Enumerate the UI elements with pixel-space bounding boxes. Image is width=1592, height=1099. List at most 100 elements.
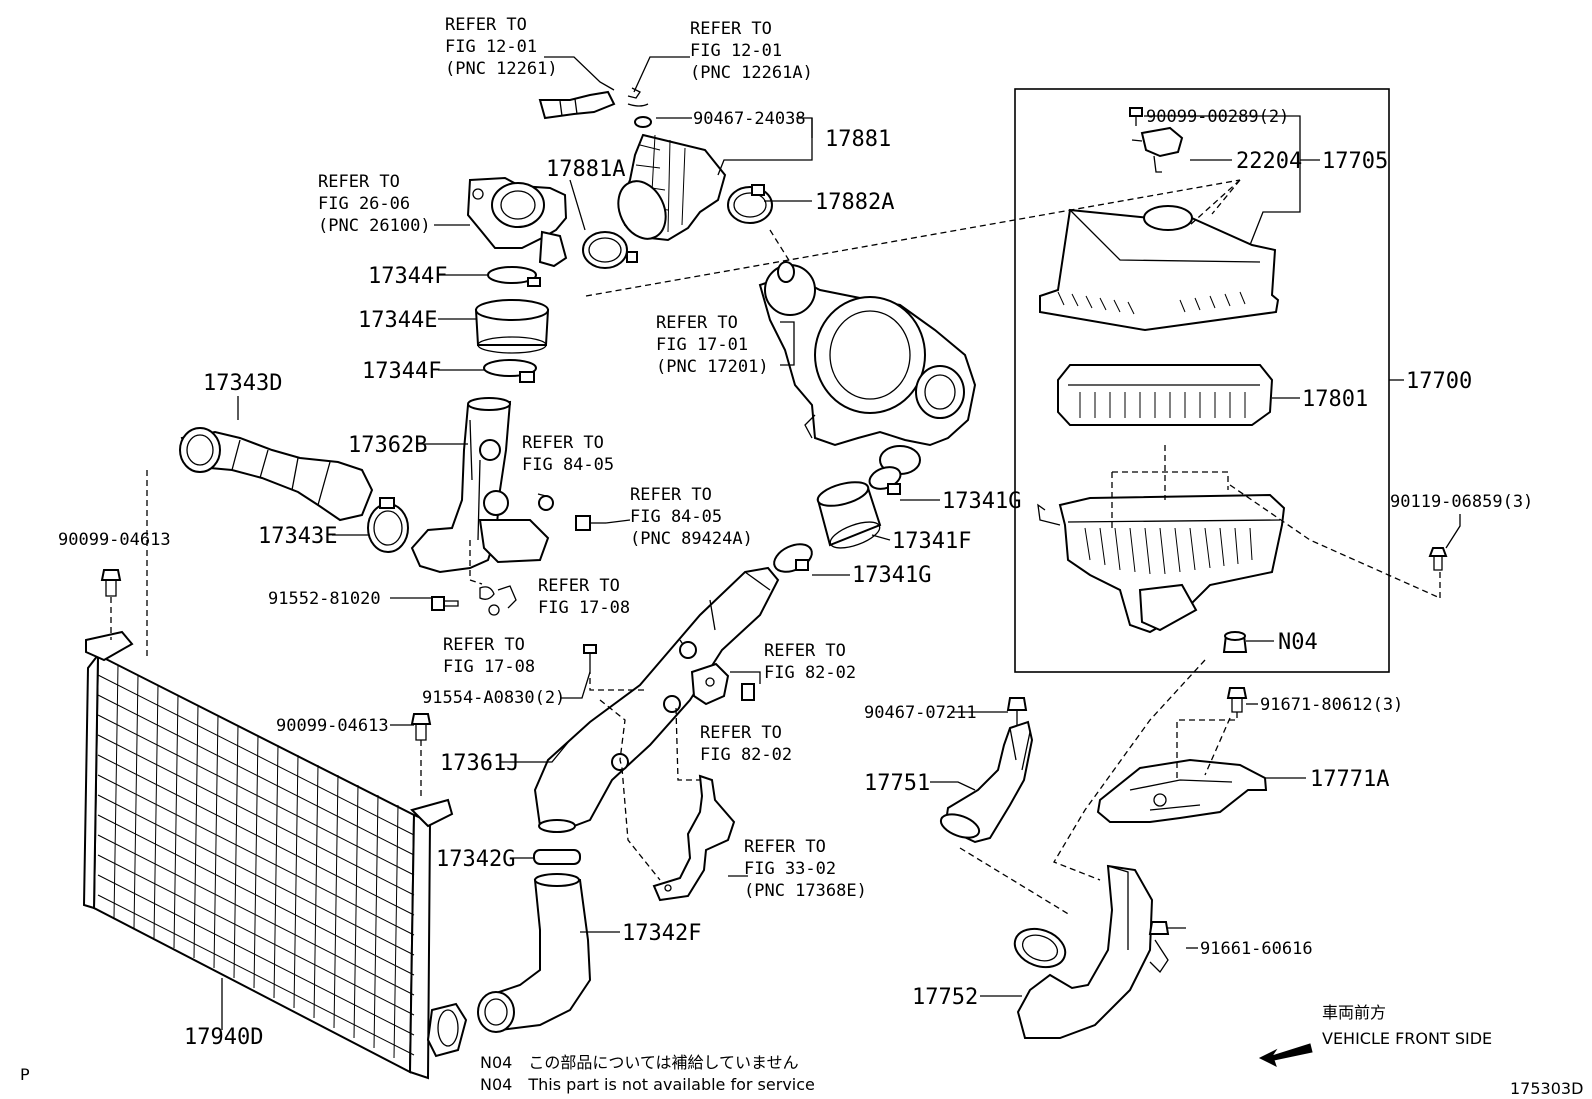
air-cleaner-case xyxy=(1037,493,1286,634)
svg-text:FIG 26-06: FIG 26-06 xyxy=(318,194,410,214)
ref-fig-84-05-a: REFER TO FIG 84-05 xyxy=(522,433,614,475)
label-22204: 22204 xyxy=(1236,149,1302,174)
bracket-fig-82-02 xyxy=(690,662,755,706)
ref-fig-17-08-a: REFER TO FIG 17-08 xyxy=(538,576,630,618)
screw-90099-00289-icon xyxy=(1129,107,1143,126)
hose-17344e xyxy=(474,299,550,354)
svg-text:(PNC 26100): (PNC 26100) xyxy=(318,216,431,236)
label-17881: 17881 xyxy=(825,127,891,152)
svg-text:FIG 17-01: FIG 17-01 xyxy=(656,335,748,355)
label-17341f: 17341F xyxy=(892,529,971,554)
label-17344e: 17344E xyxy=(358,308,437,333)
clip-12261a-icon xyxy=(627,87,649,107)
clamp-17341g-bottom xyxy=(773,543,813,573)
label-90099-00289: 90099-00289(2) xyxy=(1146,107,1289,127)
svg-text:(PNC 89424A): (PNC 89424A) xyxy=(630,529,753,549)
svg-text:FIG 33-02: FIG 33-02 xyxy=(744,859,836,879)
corner-mark: P xyxy=(20,1065,30,1084)
front-arrow-icon xyxy=(1258,1043,1313,1067)
bolt-90099-04613-b-icon xyxy=(410,713,432,741)
label-17881a: 17881A xyxy=(546,157,625,182)
label-90099-04613-a: 90099-04613 xyxy=(58,530,171,550)
intercooler-pipe-17362b xyxy=(410,397,550,574)
intercooler-pipe-17361j xyxy=(533,566,780,833)
svg-text:(PNC 17201): (PNC 17201) xyxy=(656,357,769,377)
label-17882a: 17882A xyxy=(815,190,894,215)
vehicle-front-japanese: 車両前方 xyxy=(1322,1003,1386,1022)
svg-text:FIG 17-08: FIG 17-08 xyxy=(443,657,535,677)
clamp-17882a xyxy=(727,184,773,224)
clamp-17344f-top xyxy=(487,266,541,287)
note-n04-japanese: N04 この部品については補給していません xyxy=(480,1053,799,1072)
svg-text:FIG 82-02: FIG 82-02 xyxy=(764,663,856,683)
ref-fig-33-02: REFER TO FIG 33-02 (PNC 17368E) xyxy=(744,837,867,901)
clamp-17881a xyxy=(582,231,638,269)
hose-17342g xyxy=(533,849,581,865)
ref-fig-12-01-a: REFER TO FIG 12-01 (PNC 12261) xyxy=(445,15,558,79)
note-n04-english: N04 This part is not available for servi… xyxy=(480,1075,815,1094)
ref-fig-17-01: REFER TO FIG 17-01 (PNC 17201) xyxy=(656,313,769,377)
ref-fig-17-08-b: REFER TO FIG 17-08 xyxy=(443,635,535,677)
svg-text:FIG 12-01: FIG 12-01 xyxy=(445,37,537,57)
turbocharger-fig-17-01 xyxy=(758,261,977,475)
svg-text:REFER TO: REFER TO xyxy=(630,485,712,505)
ref-fig-82-02-b: REFER TO FIG 82-02 xyxy=(700,723,792,765)
svg-text:REFER TO: REFER TO xyxy=(700,723,782,743)
label-17342g: 17342G xyxy=(436,847,515,872)
air-duct-17752 xyxy=(1013,864,1169,1039)
svg-text:REFER TO: REFER TO xyxy=(744,837,826,857)
label-91552-81020: 91552-81020 xyxy=(268,589,381,609)
label-90467-24038: 90467-24038 xyxy=(693,109,806,129)
hose-fig-12-01 xyxy=(538,90,616,120)
label-17343e: 17343E xyxy=(258,524,337,549)
svg-text:REFER TO: REFER TO xyxy=(443,635,525,655)
clamp-17344f-bottom xyxy=(483,359,537,383)
svg-text:REFER TO: REFER TO xyxy=(690,19,772,39)
bolt-91671-80612-icon xyxy=(1226,687,1248,713)
svg-text:FIG 84-05: FIG 84-05 xyxy=(522,455,614,475)
vehicle-front-english: VEHICLE FRONT SIDE xyxy=(1322,1029,1492,1048)
air-duct-17751 xyxy=(939,720,1034,844)
label-17344f-top: 17344F xyxy=(368,264,447,289)
air-filter-element xyxy=(1057,364,1274,426)
bolt-90467-07211-icon xyxy=(1006,697,1028,720)
label-17362b: 17362B xyxy=(348,433,427,458)
label-90099-04613-b: 90099-04613 xyxy=(276,716,389,736)
bolt-91554-a0830-icon xyxy=(583,644,597,668)
ref-fig-82-02-a: REFER TO FIG 82-02 xyxy=(764,641,856,683)
svg-text:FIG 84-05: FIG 84-05 xyxy=(630,507,722,527)
grommet-n04 xyxy=(1222,631,1248,653)
hose-17341g-top xyxy=(868,466,902,495)
label-91671-80612: 91671-80612(3) xyxy=(1260,695,1403,715)
bolt-91552-81020-icon xyxy=(431,596,459,611)
clamp-90467-24038-icon xyxy=(634,116,652,128)
label-17700: 17700 xyxy=(1406,369,1472,394)
clip-fig-17-08 xyxy=(479,585,517,616)
bracket-fig-33-02 xyxy=(652,774,736,902)
label-17771a: 17771A xyxy=(1310,767,1389,792)
label-17361j: 17361J xyxy=(440,751,519,776)
svg-text:(PNC 17368E): (PNC 17368E) xyxy=(744,881,867,901)
svg-text:REFER TO: REFER TO xyxy=(656,313,738,333)
airflow-meter-sensor xyxy=(1131,126,1184,173)
label-17343d: 17343D xyxy=(203,371,282,396)
bolt-91661-60616-icon xyxy=(1148,921,1186,935)
bolt-90119-06859-icon xyxy=(1428,547,1448,571)
hose-17342f xyxy=(477,873,592,1033)
svg-text:(PNC 12261A): (PNC 12261A) xyxy=(690,63,813,83)
label-17801: 17801 xyxy=(1302,387,1368,412)
svg-text:REFER TO: REFER TO xyxy=(538,576,620,596)
svg-text:FIG 12-01: FIG 12-01 xyxy=(690,41,782,61)
throttle-body-fig-26-06 xyxy=(466,176,568,268)
label-17344f-bottom: 17344F xyxy=(362,359,441,384)
label-17341g-top: 17341G xyxy=(942,489,1021,514)
svg-text:FIG 82-02: FIG 82-02 xyxy=(700,745,792,765)
svg-text:REFER TO: REFER TO xyxy=(445,15,527,35)
label-17751: 17751 xyxy=(864,771,930,796)
label-17752: 17752 xyxy=(912,985,978,1010)
air-cleaner-cap xyxy=(1039,205,1280,332)
label-17342f: 17342F xyxy=(622,921,701,946)
label-90467-07211: 90467-07211 xyxy=(864,703,977,723)
label-91661-60616: 91661-60616 xyxy=(1200,939,1313,959)
